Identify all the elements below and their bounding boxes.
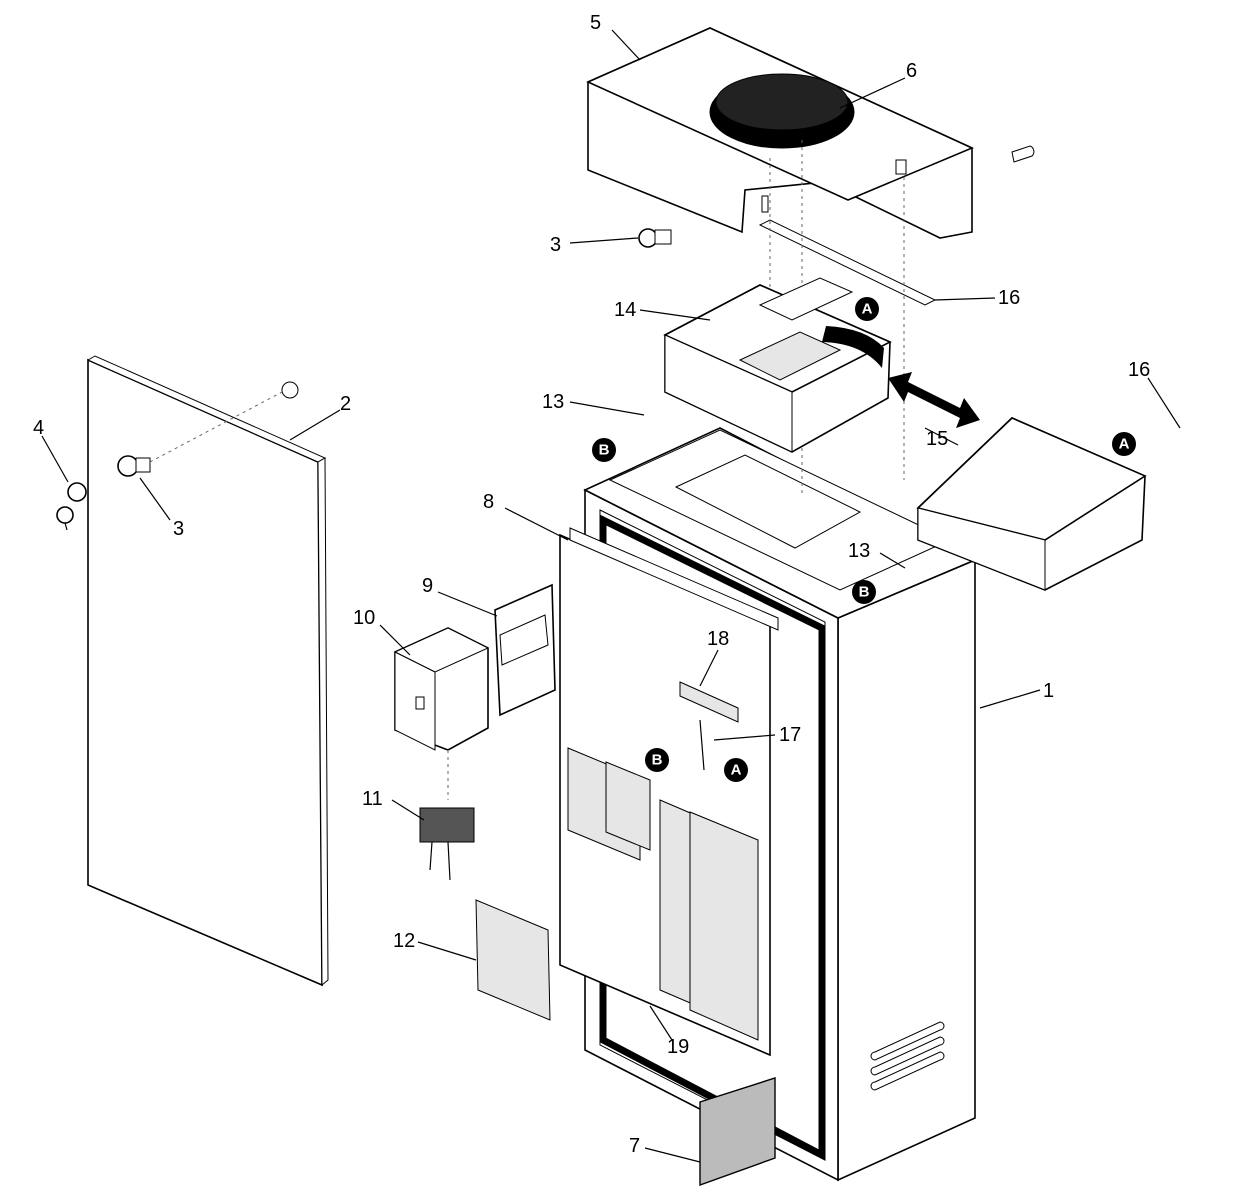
svg-text:B: B [652, 752, 663, 769]
connector-badges: A A A B B B [592, 297, 1136, 782]
callout-2: 2 [340, 393, 351, 415]
svg-text:A: A [862, 301, 873, 318]
svg-text:A: A [1119, 436, 1130, 453]
door [86, 355, 329, 987]
callout-11: 11 [362, 788, 383, 810]
remote-unit [916, 417, 1147, 591]
top-cover [586, 27, 974, 495]
callout-labels: 1 2 3 3 4 5 6 7 8 9 10 11 12 13 13 14 15… [33, 12, 1150, 1157]
callout-13-upper: 13 [542, 391, 564, 413]
controller-unit [663, 277, 892, 453]
callout-1: 1 [1043, 680, 1054, 702]
latch-icon [638, 228, 672, 248]
callout-3-cover: 3 [550, 234, 561, 256]
svg-text:A: A [731, 762, 742, 779]
callout-9: 9 [422, 575, 433, 597]
callout-7: 7 [629, 1135, 640, 1157]
terminal-strip-left [567, 747, 651, 861]
mounting-bracket [494, 583, 556, 717]
terminal-strip-right [659, 799, 759, 1041]
badge-a-controller: A [855, 297, 879, 321]
badge-b-panel: B [645, 748, 669, 772]
badge-b-upper: B [592, 438, 616, 462]
callout-12: 12 [393, 930, 415, 952]
callout-6: 6 [906, 60, 917, 82]
callout-16-upper: 16 [998, 287, 1020, 309]
callout-8: 8 [483, 491, 494, 513]
callout-14: 14 [614, 299, 636, 321]
double-arrow-icon [888, 372, 980, 428]
badge-a-remote: A [1112, 432, 1136, 456]
callout-16-right: 16 [1128, 359, 1150, 381]
callout-17: 17 [779, 724, 801, 746]
callout-19: 19 [667, 1036, 689, 1058]
mounting-panel [559, 527, 779, 1057]
door-lock-cylinder [117, 381, 299, 477]
connector-block [679, 681, 739, 771]
leader-lines [41, 29, 1181, 1163]
relay-board [475, 899, 551, 1021]
badge-a-panel: A [724, 758, 748, 782]
callout-4: 4 [33, 417, 44, 439]
junction-box [393, 627, 490, 800]
transformer [419, 807, 475, 881]
callout-3-door: 3 [173, 518, 184, 540]
svg-text:B: B [599, 442, 610, 459]
svg-text:B: B [859, 584, 870, 601]
screw-icon [761, 145, 1035, 213]
callout-10: 10 [353, 607, 375, 629]
callout-5: 5 [590, 12, 601, 34]
key-icon [56, 482, 87, 531]
callout-13-lower: 13 [848, 540, 870, 562]
callout-15: 15 [926, 428, 948, 450]
callout-18: 18 [707, 628, 729, 650]
badge-b-lower: B [852, 580, 876, 604]
cable-plate [699, 1077, 776, 1186]
